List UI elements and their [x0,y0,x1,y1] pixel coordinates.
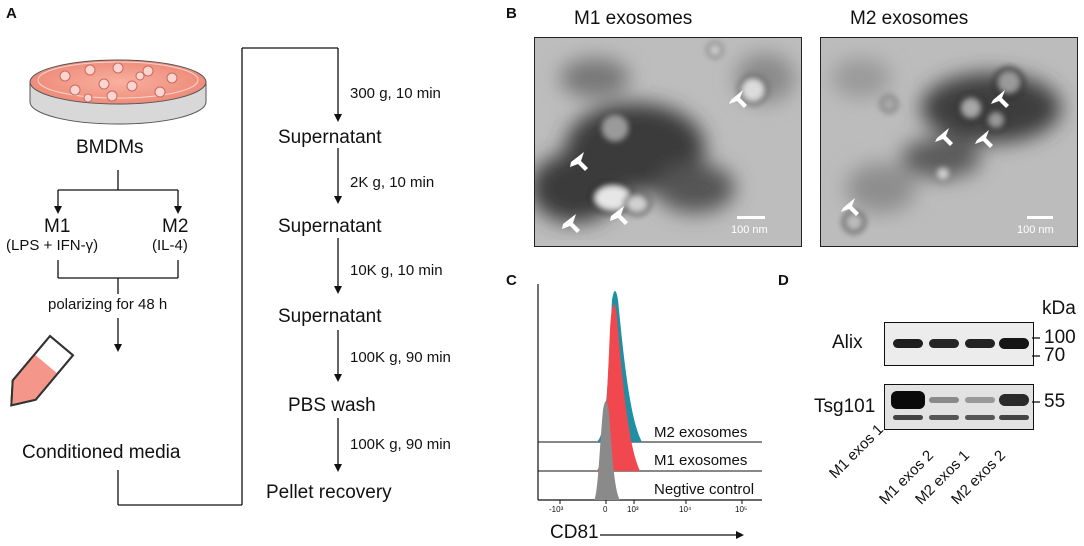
m1-tem-micrograph: 100 nm [534,37,802,247]
track-label-control: Negtive control [654,481,755,498]
alix-band [999,338,1029,349]
step-condition: 100K g, 90 min [350,349,451,366]
m1-histogram-peak [596,304,640,471]
bmdm-label: BMDMs [76,137,144,158]
control-histogram-peak [594,401,620,500]
tsg101-band-lower [893,415,923,420]
x-tick-label: 10⁴ [679,505,692,514]
m1-tem-image [535,38,801,246]
x-tick-label: -10³ [549,505,564,514]
m1-scale-bar-label: 100 nm [731,224,768,236]
step-condition: 300 g, 10 min [350,85,441,102]
marker-100: 100 [1044,327,1076,348]
step-condition: 10K g, 10 min [350,262,443,279]
m1-treatment: (LPS + IFN-γ) [6,237,99,254]
step-product: Supernatant [278,127,382,148]
tube-icon [10,334,75,407]
m2-tem-micrograph: 100 nm [820,37,1078,247]
x-tick-label: 10³ [627,505,639,514]
marker-70: 70 [1044,345,1066,366]
m2-scale-bar-label: 100 nm [1017,224,1054,236]
panel-label-d: D [778,272,789,289]
tsg101-band-lower [999,415,1029,420]
media-label: Conditioned media [22,442,181,463]
m1-tem-title: M1 exosomes [574,8,693,29]
x-axis-label: CD81 [550,522,599,543]
panel-label-c: C [506,272,517,289]
panel-label-b: B [506,5,517,22]
x-tick-label: 10⁵ [735,505,748,514]
m2-tem-image [821,38,1077,246]
track-label-m1: M1 exosomes [654,452,748,469]
tsg101-band [965,397,995,403]
tsg101-label: Tsg101 [814,396,876,417]
tsg101-blot [884,384,1034,430]
tsg101-band-lower [929,415,959,420]
m2-label: M2 [162,216,189,237]
step-condition: 100K g, 90 min [350,436,451,453]
workflow-lines [10,47,342,506]
tsg101-band-lower [965,415,995,420]
alix-blot [884,322,1034,366]
m1-label: M1 [44,216,71,237]
polarizing-label: polarizing for 48 h [46,296,170,313]
alix-band [893,339,923,348]
m2-histogram-peak [596,291,642,442]
panel-label-a: A [6,5,17,22]
alix-band [965,339,995,348]
alix-label: Alix [832,332,863,353]
tsg101-band [929,397,959,403]
step-product: PBS wash [288,395,376,416]
tsg101-band [999,394,1029,406]
lane-label: M1 exos 1 [826,421,887,483]
petri-dish-icon [29,59,207,125]
track-label-m2: M2 exosomes [654,424,748,441]
step-product: Pellet recovery [266,482,392,503]
m2-tem-title: M2 exosomes [850,8,969,29]
step-product: Supernatant [278,306,382,327]
step-condition: 2K g, 10 min [350,174,435,191]
x-tick-label: 0 [603,505,608,514]
alix-band [929,339,959,348]
marker-55: 55 [1044,391,1066,412]
step-product: Supernatant [278,216,382,237]
m2-treatment: (IL-4) [152,237,188,254]
tsg101-band [891,391,925,409]
kda-label: kDa [1042,298,1076,319]
